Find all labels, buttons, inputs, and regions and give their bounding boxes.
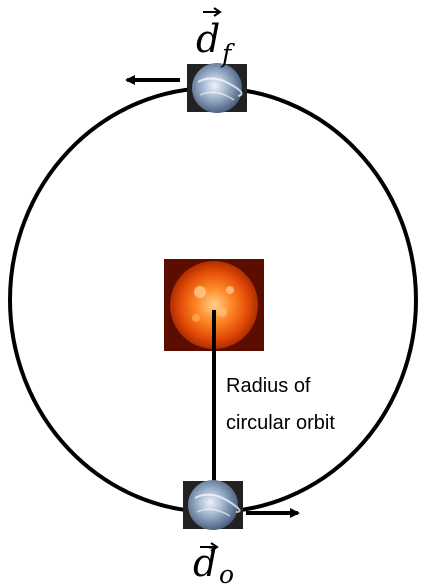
vector-arrow-icon xyxy=(203,8,220,16)
vector-d-bottom: d xyxy=(193,541,217,585)
vector-sub-top: f xyxy=(220,39,235,68)
planet-bottom xyxy=(183,480,243,530)
vector-sub-bottom: o xyxy=(219,560,234,585)
vector-label-bottom: d o xyxy=(193,541,234,585)
vector-label-top: d f xyxy=(196,8,235,68)
radius-label-line1: Radius of xyxy=(226,375,311,397)
radius-label-line2: circular orbit xyxy=(226,412,335,434)
planet-top xyxy=(187,63,247,113)
vector-d-top: d xyxy=(196,17,220,61)
